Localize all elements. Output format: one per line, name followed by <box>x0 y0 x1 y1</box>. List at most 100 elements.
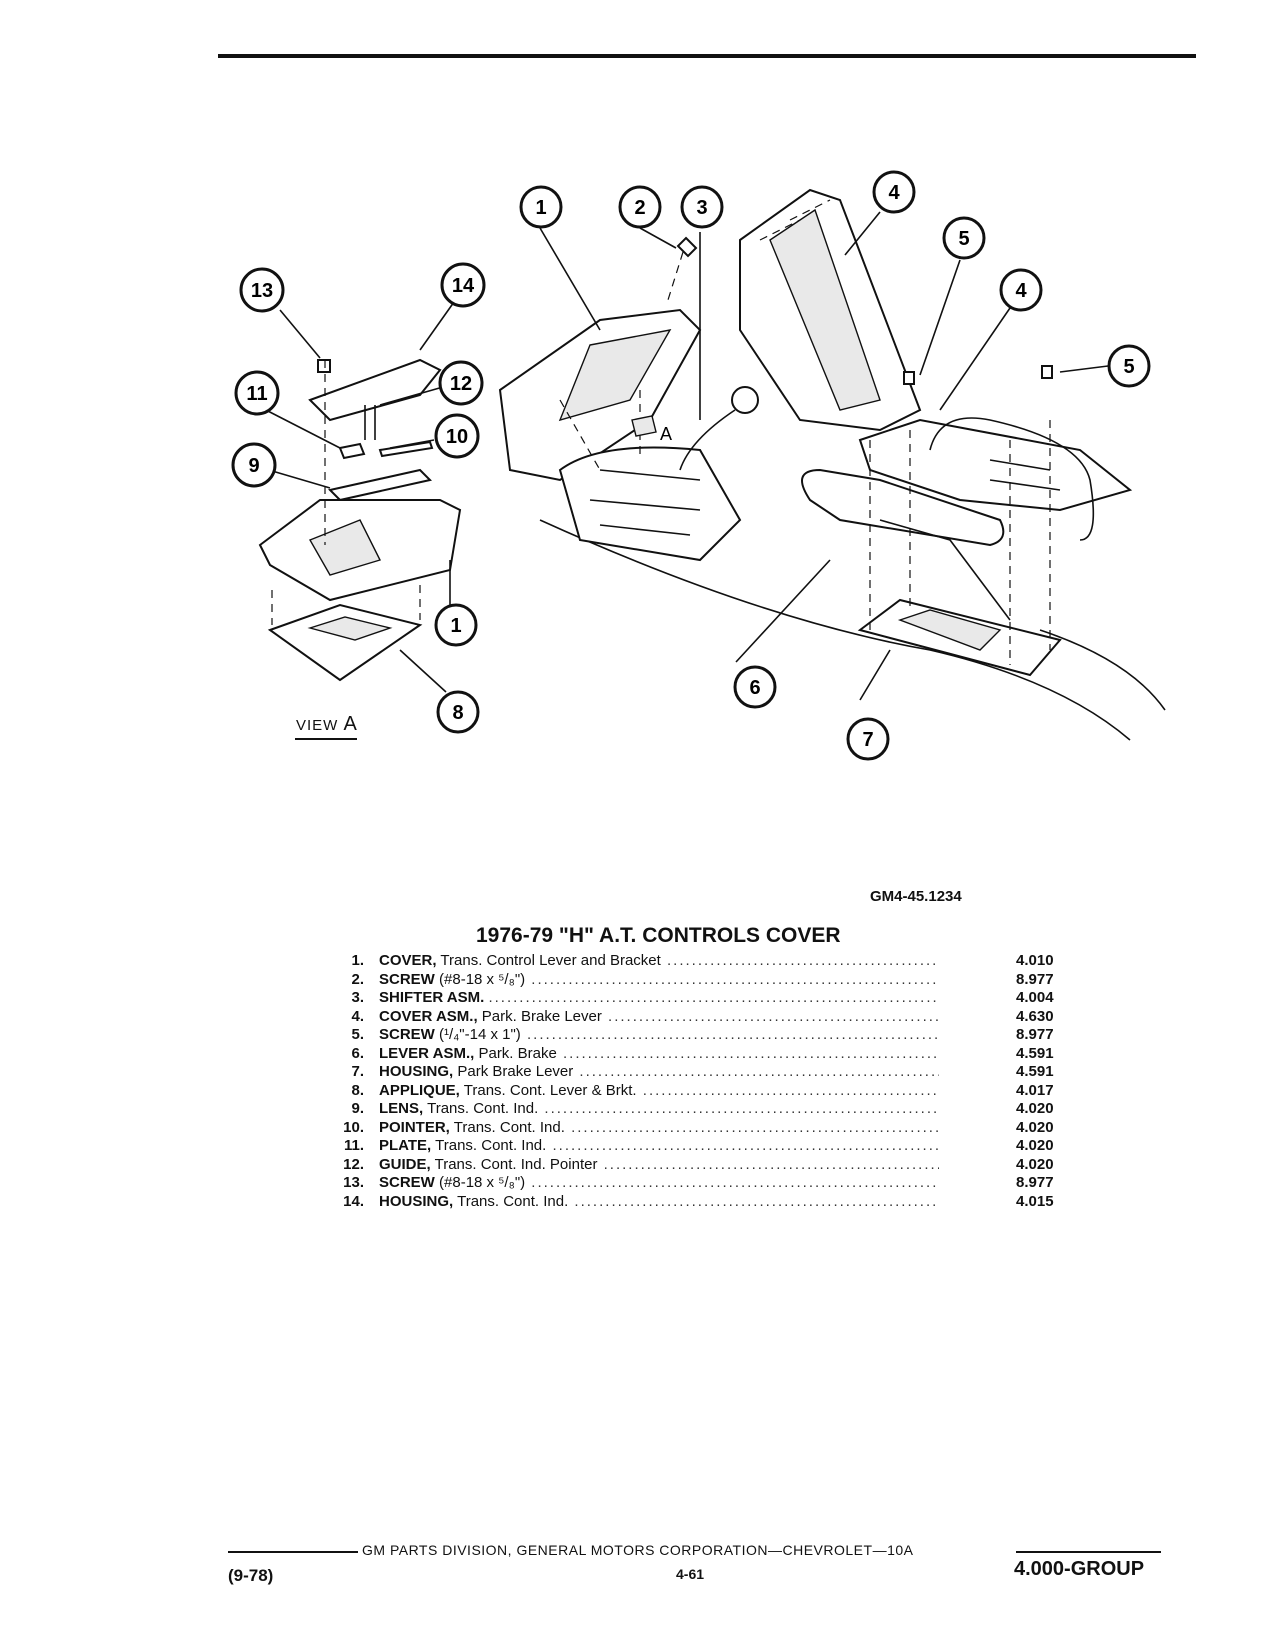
screw-2 <box>676 236 698 258</box>
svg-text:4: 4 <box>1015 280 1027 302</box>
part-name: GUIDE, <box>379 1155 431 1173</box>
footer-rule-left <box>228 1551 358 1553</box>
dot-leader: ........................................… <box>579 1063 939 1080</box>
part-detail: Trans. Cont. Ind. Pointer <box>434 1155 598 1173</box>
floor-contour <box>539 519 1131 741</box>
exploded-diagram: A 1 2 3 4 5 <box>231 170 1166 761</box>
part-number: 2. <box>351 970 364 988</box>
screw-2-path <box>667 251 684 301</box>
callout-1: 1 <box>519 185 563 229</box>
screw-5-left <box>903 371 915 385</box>
callout-2: 2 <box>618 185 662 229</box>
part-detail: (#8-18 x ⁵/₈") <box>439 970 526 988</box>
part-group-code: 8.977 <box>1016 1174 1054 1191</box>
svg-text:4: 4 <box>888 182 900 204</box>
part-name: COVER, <box>379 952 437 969</box>
part-detail: Trans. Cont. Ind. <box>435 1137 547 1154</box>
part-detail: (¹/₄"-14 x 1") <box>439 1026 521 1043</box>
part-description: SCREW (#8-18 x ⁵/₈") ...................… <box>379 971 939 989</box>
part-name: PLATE, <box>379 1137 432 1154</box>
part-group-code: 8.977 <box>1016 970 1054 988</box>
view-a-cover-opening <box>308 519 381 576</box>
part-group-code: 4.010 <box>1016 952 1054 969</box>
shifter-base-detail <box>589 469 701 536</box>
svg-text:11: 11 <box>246 383 267 405</box>
part-number: 3. <box>351 989 364 1006</box>
park-brake-cover-dash <box>759 199 831 241</box>
part-number: 8. <box>351 1081 364 1099</box>
svg-text:12: 12 <box>450 373 472 395</box>
plate-detail <box>989 459 1061 491</box>
view-a-label: VIEW A <box>296 713 358 736</box>
part-description: COVER ASM., Park. Brake Lever ..........… <box>379 1008 939 1026</box>
view-a-guide-12 <box>364 405 376 440</box>
part-name: COVER ASM., <box>379 1007 478 1025</box>
part-description: LEVER ASM., Park. Brake ................… <box>379 1045 939 1063</box>
part-group-code: 4.020 <box>1016 1137 1054 1154</box>
dot-leader: ........................................… <box>544 1100 939 1117</box>
view-a-lens-9 <box>328 468 432 502</box>
part-group-code: 4.591 <box>1016 1044 1054 1062</box>
view-a-underline <box>295 738 357 740</box>
parts-list-row: 8.APPLIQUE, Trans. Cont. Lever & Brkt. .… <box>330 1082 1080 1101</box>
part-detail: (#8-18 x ⁵/₈") <box>439 1174 526 1191</box>
part-group-code: 8.977 <box>1016 1026 1054 1043</box>
part-group-code: 4.020 <box>1016 1100 1054 1117</box>
callout-11: 11 <box>234 370 280 416</box>
dot-leader: ........................................… <box>574 1192 939 1210</box>
control-cover-opening <box>558 329 672 422</box>
part-name: POINTER, <box>379 1118 450 1136</box>
dot-leader: ........................................… <box>552 1137 939 1154</box>
svg-text:1: 1 <box>535 197 546 219</box>
parts-list-row: 9.LENS, Trans. Cont. Ind. ..............… <box>330 1100 1080 1119</box>
part-detail: Trans. Cont. Lever & Brkt. <box>463 1081 637 1099</box>
view-a-arrow-label: A <box>660 424 672 444</box>
footer-publisher: GM PARTS DIVISION, GENERAL MOTORS CORPOR… <box>362 1542 914 1558</box>
dot-leader: ........................................… <box>603 1155 939 1173</box>
part-group-code: 4.591 <box>1016 1063 1054 1080</box>
wiring-harness <box>929 417 1095 541</box>
svg-text:3: 3 <box>696 197 707 219</box>
callout-13: 13 <box>239 267 285 313</box>
callout-6: 6 <box>733 665 777 709</box>
svg-text:7: 7 <box>862 729 873 751</box>
part-detail: Park. Brake <box>478 1044 557 1062</box>
dot-leader: ........................................… <box>488 989 939 1006</box>
callout-7: 7 <box>846 717 890 761</box>
callout-10: 10 <box>434 413 480 459</box>
view-a-housing-14 <box>308 358 442 422</box>
part-number: 1. <box>351 952 364 969</box>
shifter-knob <box>731 386 759 414</box>
part-description: SCREW (#8-18 x ⁵/₈") ...................… <box>379 1174 939 1192</box>
parts-list-row: 14.HOUSING, Trans. Cont. Ind. ..........… <box>330 1193 1080 1212</box>
callout-4-lower: 4 <box>999 268 1043 312</box>
part-number: 12. <box>343 1155 364 1173</box>
view-letter: A <box>343 713 358 735</box>
page-number: 4-61 <box>676 1566 705 1582</box>
parts-list: 1.COVER, Trans. Control Lever and Bracke… <box>330 952 1080 1211</box>
shifter-lever <box>679 409 736 471</box>
part-detail: Trans. Cont. Ind. <box>457 1192 569 1210</box>
part-number: 10. <box>343 1118 364 1136</box>
part-detail: Park Brake Lever <box>457 1063 574 1080</box>
part-group-code: 4.004 <box>1016 989 1054 1006</box>
svg-text:2: 2 <box>634 197 645 219</box>
svg-text:10: 10 <box>446 426 468 448</box>
parts-list-row: 3.SHIFTER ASM. .........................… <box>330 989 1080 1008</box>
dot-leader: ........................................… <box>608 1007 939 1025</box>
dot-leader: ........................................… <box>563 1044 939 1062</box>
svg-text:8: 8 <box>452 702 463 724</box>
part-name: LENS, <box>379 1100 424 1117</box>
parts-list-row: 4.COVER ASM., Park. Brake Lever ........… <box>330 1008 1080 1027</box>
dot-leader: ........................................… <box>642 1081 939 1099</box>
svg-text:5: 5 <box>958 228 969 250</box>
parts-list-row: 11.PLATE, Trans. Cont. Ind. ............… <box>330 1137 1080 1156</box>
parts-list-row: 2. SCREW (#8-18 x ⁵/₈") .................… <box>330 971 1080 990</box>
part-number: 7. <box>351 1063 364 1080</box>
callout-4-top: 4 <box>872 170 916 214</box>
part-description: GUIDE, Trans. Cont. Ind. Pointer .......… <box>379 1156 939 1174</box>
part-description: HOUSING, Trans. Cont. Ind. .............… <box>379 1193 939 1211</box>
callout-5-right: 5 <box>1107 344 1151 388</box>
svg-text:14: 14 <box>452 275 475 297</box>
top-rule <box>218 54 1196 58</box>
